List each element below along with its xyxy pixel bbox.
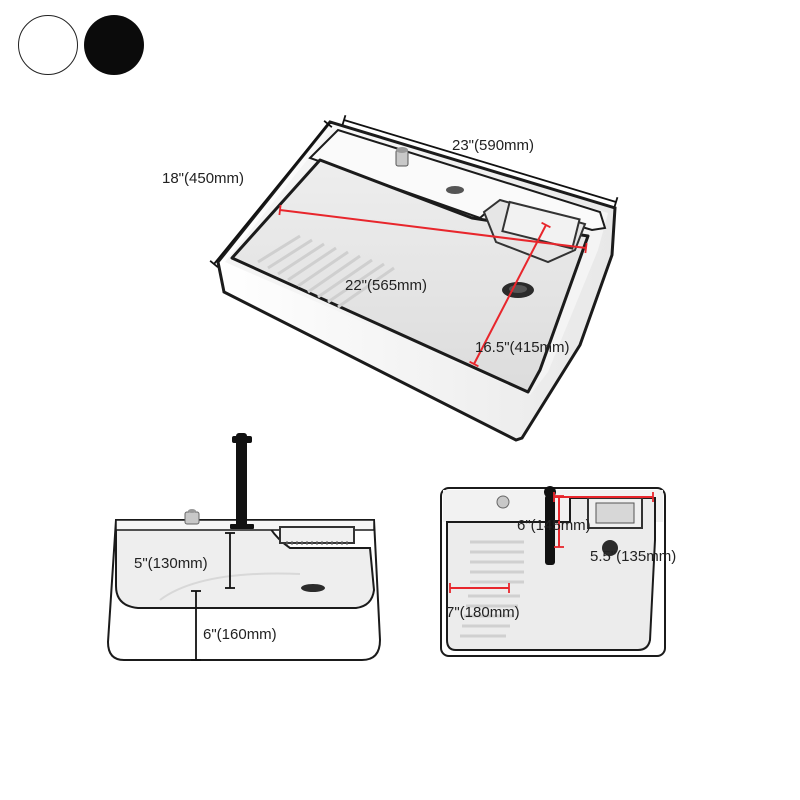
sink-back-shelf [308,128,607,232]
washboard-dimension-label: 7"(180mm) [446,604,520,621]
color-swatch-black[interactable] [84,15,144,75]
depth-dimension-label: 18"(450mm) [162,170,244,187]
width-dimension-label: 23"(590mm) [452,137,534,154]
soap-dish-dimension-label: 6"(145mm) [517,517,591,534]
top-view-sink: 23"(590mm) 18"(450mm) 22"(565mm) 16.5"(4… [162,114,619,442]
faucet-hole [446,186,464,194]
washboard-ribs [257,234,395,309]
width-dimension-line [343,119,617,203]
front-view-sink: 5"(130mm) 6"(160mm) [106,433,382,661]
side-overflow-knob [496,495,510,509]
front-view-dimensions [191,532,235,661]
faucet [230,433,254,529]
side-view-dimensions [449,492,654,593]
inner-width-dimension-label: 22"(565mm) [345,277,427,294]
side-view-sink: 6"(145mm) 5.5"(135mm) 7"(180mm) [440,486,676,657]
side-faucet [544,486,556,565]
sink-basin [230,158,590,394]
side-washboard-ribs [460,540,524,638]
depth-dimension-line-end-2 [323,120,333,128]
top-view-dimensions [209,114,619,368]
soap-dish [482,198,587,264]
side-soap-dish [587,497,643,529]
width-dimension-line-end-2 [613,196,619,208]
width-dimension-line-end-1 [341,114,347,126]
side-basin [446,497,656,651]
basin-depth-label: 5"(130mm) [134,555,208,572]
color-swatch-white[interactable] [18,15,78,75]
depth-dimension-line-end-1 [209,260,219,268]
inner-depth-dimension-label: 16.5"(415mm) [475,339,570,356]
front-drain [301,584,325,592]
side-drain [602,540,618,556]
overflow-knob [395,147,409,167]
inner-width-dimension-line-end-1 [278,204,282,216]
basin-shading [159,572,301,601]
front-overflow-knob [184,509,200,525]
faucet-gap-dimension-label: 5.5"(135mm) [590,548,676,565]
inner-depth-dimension-line [473,224,547,365]
inner-width-dimension-line-end-2 [584,242,588,254]
depth-dimension-line [213,123,329,265]
front-soap-dish [279,526,355,545]
body-height-label: 6"(160mm) [203,626,277,643]
inner-width-dimension-line [279,209,587,249]
inner-depth-dimension-line-end-1 [541,221,551,229]
inner-depth-dimension-line-end-2 [469,360,479,368]
